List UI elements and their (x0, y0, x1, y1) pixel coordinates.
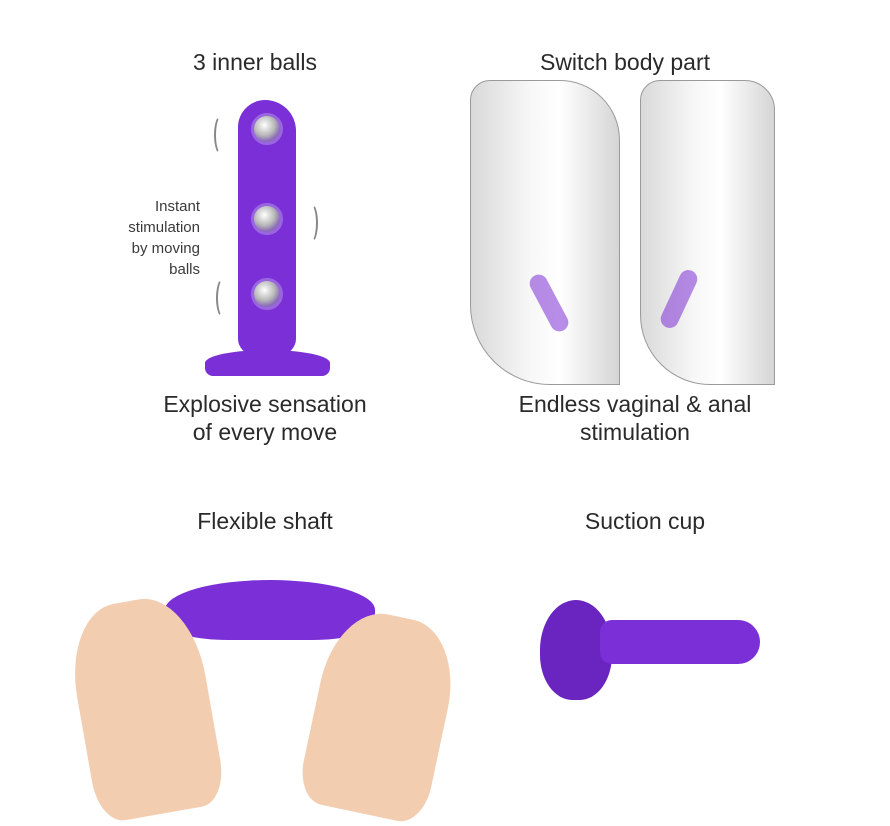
vibration-icon (304, 203, 318, 243)
feature-caption-endless: Endless vaginal & anal stimulation (518, 391, 752, 445)
feature-title-switch-body: Switch body part (539, 49, 711, 75)
product-image-flexible (62, 570, 465, 826)
product-image-balls (200, 95, 340, 380)
side-note: Instant stimulation by moving balls (128, 198, 200, 278)
product-image-suction (520, 590, 780, 710)
figure-right (640, 80, 775, 385)
figure-left (470, 80, 620, 385)
inner-ball-3 (251, 278, 283, 310)
feature-title-suction: Suction cup (584, 508, 706, 534)
product-base (205, 350, 330, 376)
inner-ball-2 (251, 203, 283, 235)
feature-title-flexible: Flexible shaft (197, 508, 333, 534)
illustration-body-figures (462, 80, 782, 385)
product-shaft-side (600, 620, 760, 664)
inner-ball-1 (251, 113, 283, 145)
feature-caption-explosive: Explosive sensation of every move (163, 391, 367, 445)
feature-title-inner-balls: 3 inner balls (192, 49, 318, 75)
vibration-icon (216, 278, 230, 318)
vibration-icon (214, 115, 228, 155)
product-bent-shaft (165, 580, 375, 640)
